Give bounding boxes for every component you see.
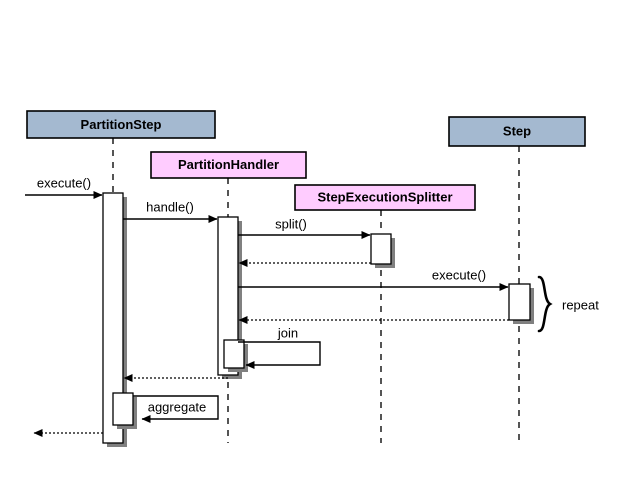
participant-partition-step-box[interactable] <box>26 110 216 139</box>
message-handle-label: handle() <box>146 199 194 214</box>
repeat-annotation: repeat <box>537 275 599 333</box>
activation-join-nested <box>223 339 245 369</box>
messages-layer: execute() handle() split() execute() joi… <box>25 175 509 437</box>
message-execute-entry-label: execute() <box>37 175 91 190</box>
participant-partition-step-label: PartitionStep <box>81 117 162 132</box>
participant-step-box[interactable] <box>448 116 586 147</box>
message-join-label: join <box>277 325 298 340</box>
lifelines-layer <box>112 138 520 443</box>
message-aggregate-label: aggregate <box>148 399 207 414</box>
repeat-brace-icon <box>537 275 553 333</box>
participant-step-execution-splitter-box[interactable] <box>294 184 476 211</box>
participant-step[interactable]: Step <box>448 116 586 147</box>
participant-partition-step[interactable]: PartitionStep <box>26 110 216 139</box>
participant-step-label: Step <box>503 123 531 138</box>
activation-step-execution-splitter <box>370 233 392 265</box>
participant-partition-handler-box[interactable] <box>150 151 307 179</box>
message-execute-step-label: execute() <box>432 267 486 282</box>
activation-aggregate-nested <box>112 392 134 426</box>
activation-partition-handler <box>217 216 239 376</box>
activation-partition-step <box>102 192 124 444</box>
participant-partition-handler[interactable]: PartitionHandler <box>150 151 307 179</box>
activation-step <box>508 283 531 321</box>
message-split-label: split() <box>275 216 307 231</box>
participant-partition-handler-label: PartitionHandler <box>178 157 279 172</box>
participant-step-execution-splitter-label: StepExecutionSplitter <box>317 189 452 204</box>
message-aggregate-line <box>133 395 219 423</box>
participants-layer: PartitionStep PartitionHandler StepExecu… <box>26 110 586 211</box>
participant-step-execution-splitter[interactable]: StepExecutionSplitter <box>294 184 476 211</box>
repeat-label: repeat <box>562 297 599 312</box>
activations-layer <box>102 192 534 447</box>
message-join-line <box>238 341 321 369</box>
